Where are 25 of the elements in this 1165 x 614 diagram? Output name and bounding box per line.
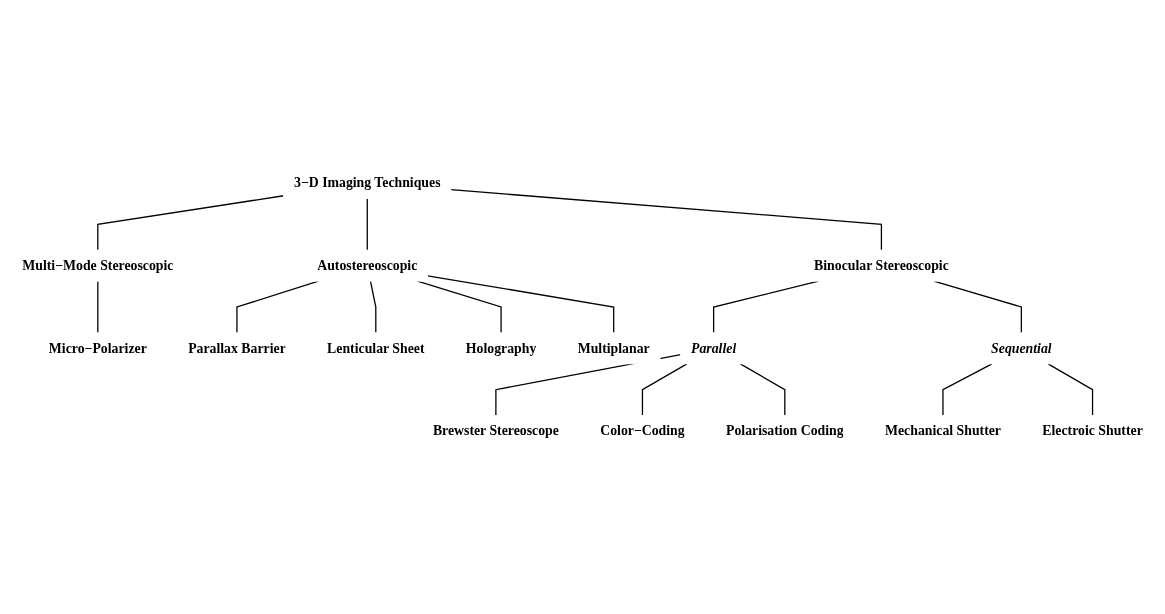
node-text: Autostereoscopic [317, 257, 418, 273]
connector [366, 197, 368, 251]
connector [369, 280, 377, 334]
node-text: Brewster Stereoscope [432, 423, 559, 438]
connector [1047, 363, 1094, 417]
node-text: Lenticular Sheet [327, 340, 425, 356]
node-text: Multi−Mode Stereoscopic [22, 257, 174, 273]
connector [942, 363, 993, 417]
connector [97, 280, 99, 334]
node-text: Polarisation Coding [726, 423, 844, 438]
node-text: Mechanical Shutter [884, 423, 1001, 438]
connector [641, 363, 688, 417]
node-text: Parallax Barrier [188, 340, 286, 356]
node-text: Sequential [991, 340, 1052, 356]
connector [739, 363, 786, 417]
node-text: Binocular Stereoscopic [814, 257, 949, 273]
node-text: Parallel [691, 340, 737, 356]
node-text: Micro−Polarizer [48, 340, 147, 356]
connector [97, 195, 285, 251]
node-text: Holography [465, 340, 537, 356]
node-text: Color−Coding [600, 423, 685, 438]
node-text: 3−D Imaging Techniques [294, 175, 441, 190]
connector [450, 189, 883, 251]
node-text: Electroic Shutter [1042, 423, 1143, 438]
connector [427, 275, 615, 334]
